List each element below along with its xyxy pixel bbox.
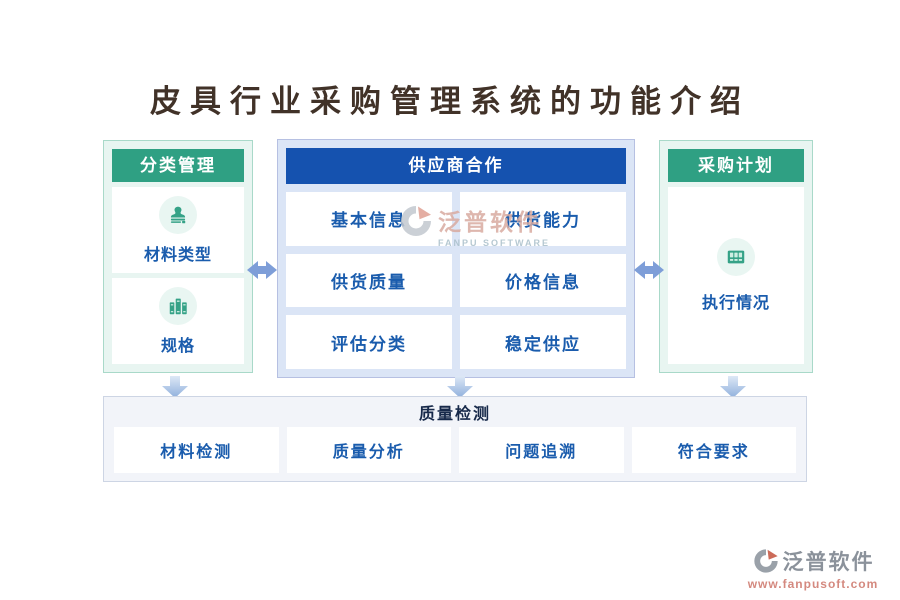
cell-stable-supply: 稳定供应 (460, 315, 626, 369)
down-arrow-center-icon (447, 376, 473, 398)
footer-logo-row: 泛普软件 (752, 546, 875, 576)
panel-plan-cards: 执行情况 (668, 187, 804, 364)
panel-plan-header: 采购计划 (668, 149, 804, 182)
card-spec-label: 规格 (160, 337, 195, 355)
grid-icon (717, 238, 755, 276)
panel-category-management: 分类管理 材料类型 (103, 140, 253, 373)
panel-quality-cells: 材料检测 质量分析 问题追溯 符合要求 (114, 427, 796, 473)
card-execution-status: 执行情况 (668, 187, 804, 364)
panel-supplier-cooperation: 供应商合作 基本信息 供货能力 供货质量 价格信息 评估分类 稳定供应 (277, 139, 635, 378)
panel-supplier-header: 供应商合作 (286, 148, 626, 184)
card-material-type: 材料类型 (112, 187, 244, 273)
footer-logo-url: www.fanpusoft.com (747, 577, 879, 591)
cell-quality-analysis: 质量分析 (286, 427, 451, 473)
footer-logo: 泛普软件 www.fanpusoft.com (738, 546, 888, 591)
cell-price-info: 价格信息 (460, 253, 626, 308)
cell-meets-requirements: 符合要求 (631, 427, 796, 473)
panel-procurement-plan: 采购计划 执行情况 (659, 140, 813, 373)
cell-supply-capacity: 供货能力 (460, 192, 626, 246)
cell-issue-tracing: 问题追溯 (459, 427, 624, 473)
card-spec: 规格 (112, 278, 244, 364)
cell-supply-quality: 供货质量 (286, 253, 452, 308)
double-arrow-right-icon (634, 261, 664, 279)
card-execution-status-label: 执行情况 (701, 295, 770, 312)
footer-logo-name: 泛普软件 (782, 551, 875, 574)
binders-icon (159, 286, 197, 325)
cell-evaluation-classification: 评估分类 (286, 315, 452, 369)
panel-quality-header: 质量检测 (418, 406, 491, 423)
down-arrow-left-icon (162, 376, 188, 398)
panel-quality-inspection: 质量检测 材料检测 质量分析 问题追溯 符合要求 (103, 396, 807, 482)
card-material-type-label: 材料类型 (143, 246, 212, 264)
panel-supplier-cells: 基本信息 供货能力 供货质量 价格信息 评估分类 稳定供应 (286, 192, 626, 369)
fanpu-logo-icon (753, 549, 778, 573)
panel-category-cards: 材料类型 规格 (112, 187, 244, 364)
double-arrow-left-icon (247, 261, 277, 279)
cell-basic-info: 基本信息 (286, 192, 452, 246)
cell-material-inspection: 材料检测 (114, 427, 279, 473)
panel-category-header: 分类管理 (112, 149, 244, 182)
stamp-icon (159, 195, 197, 234)
down-arrow-right-icon (720, 376, 746, 398)
page-title: 皮具行业采购管理系统的功能介绍 (150, 84, 750, 119)
